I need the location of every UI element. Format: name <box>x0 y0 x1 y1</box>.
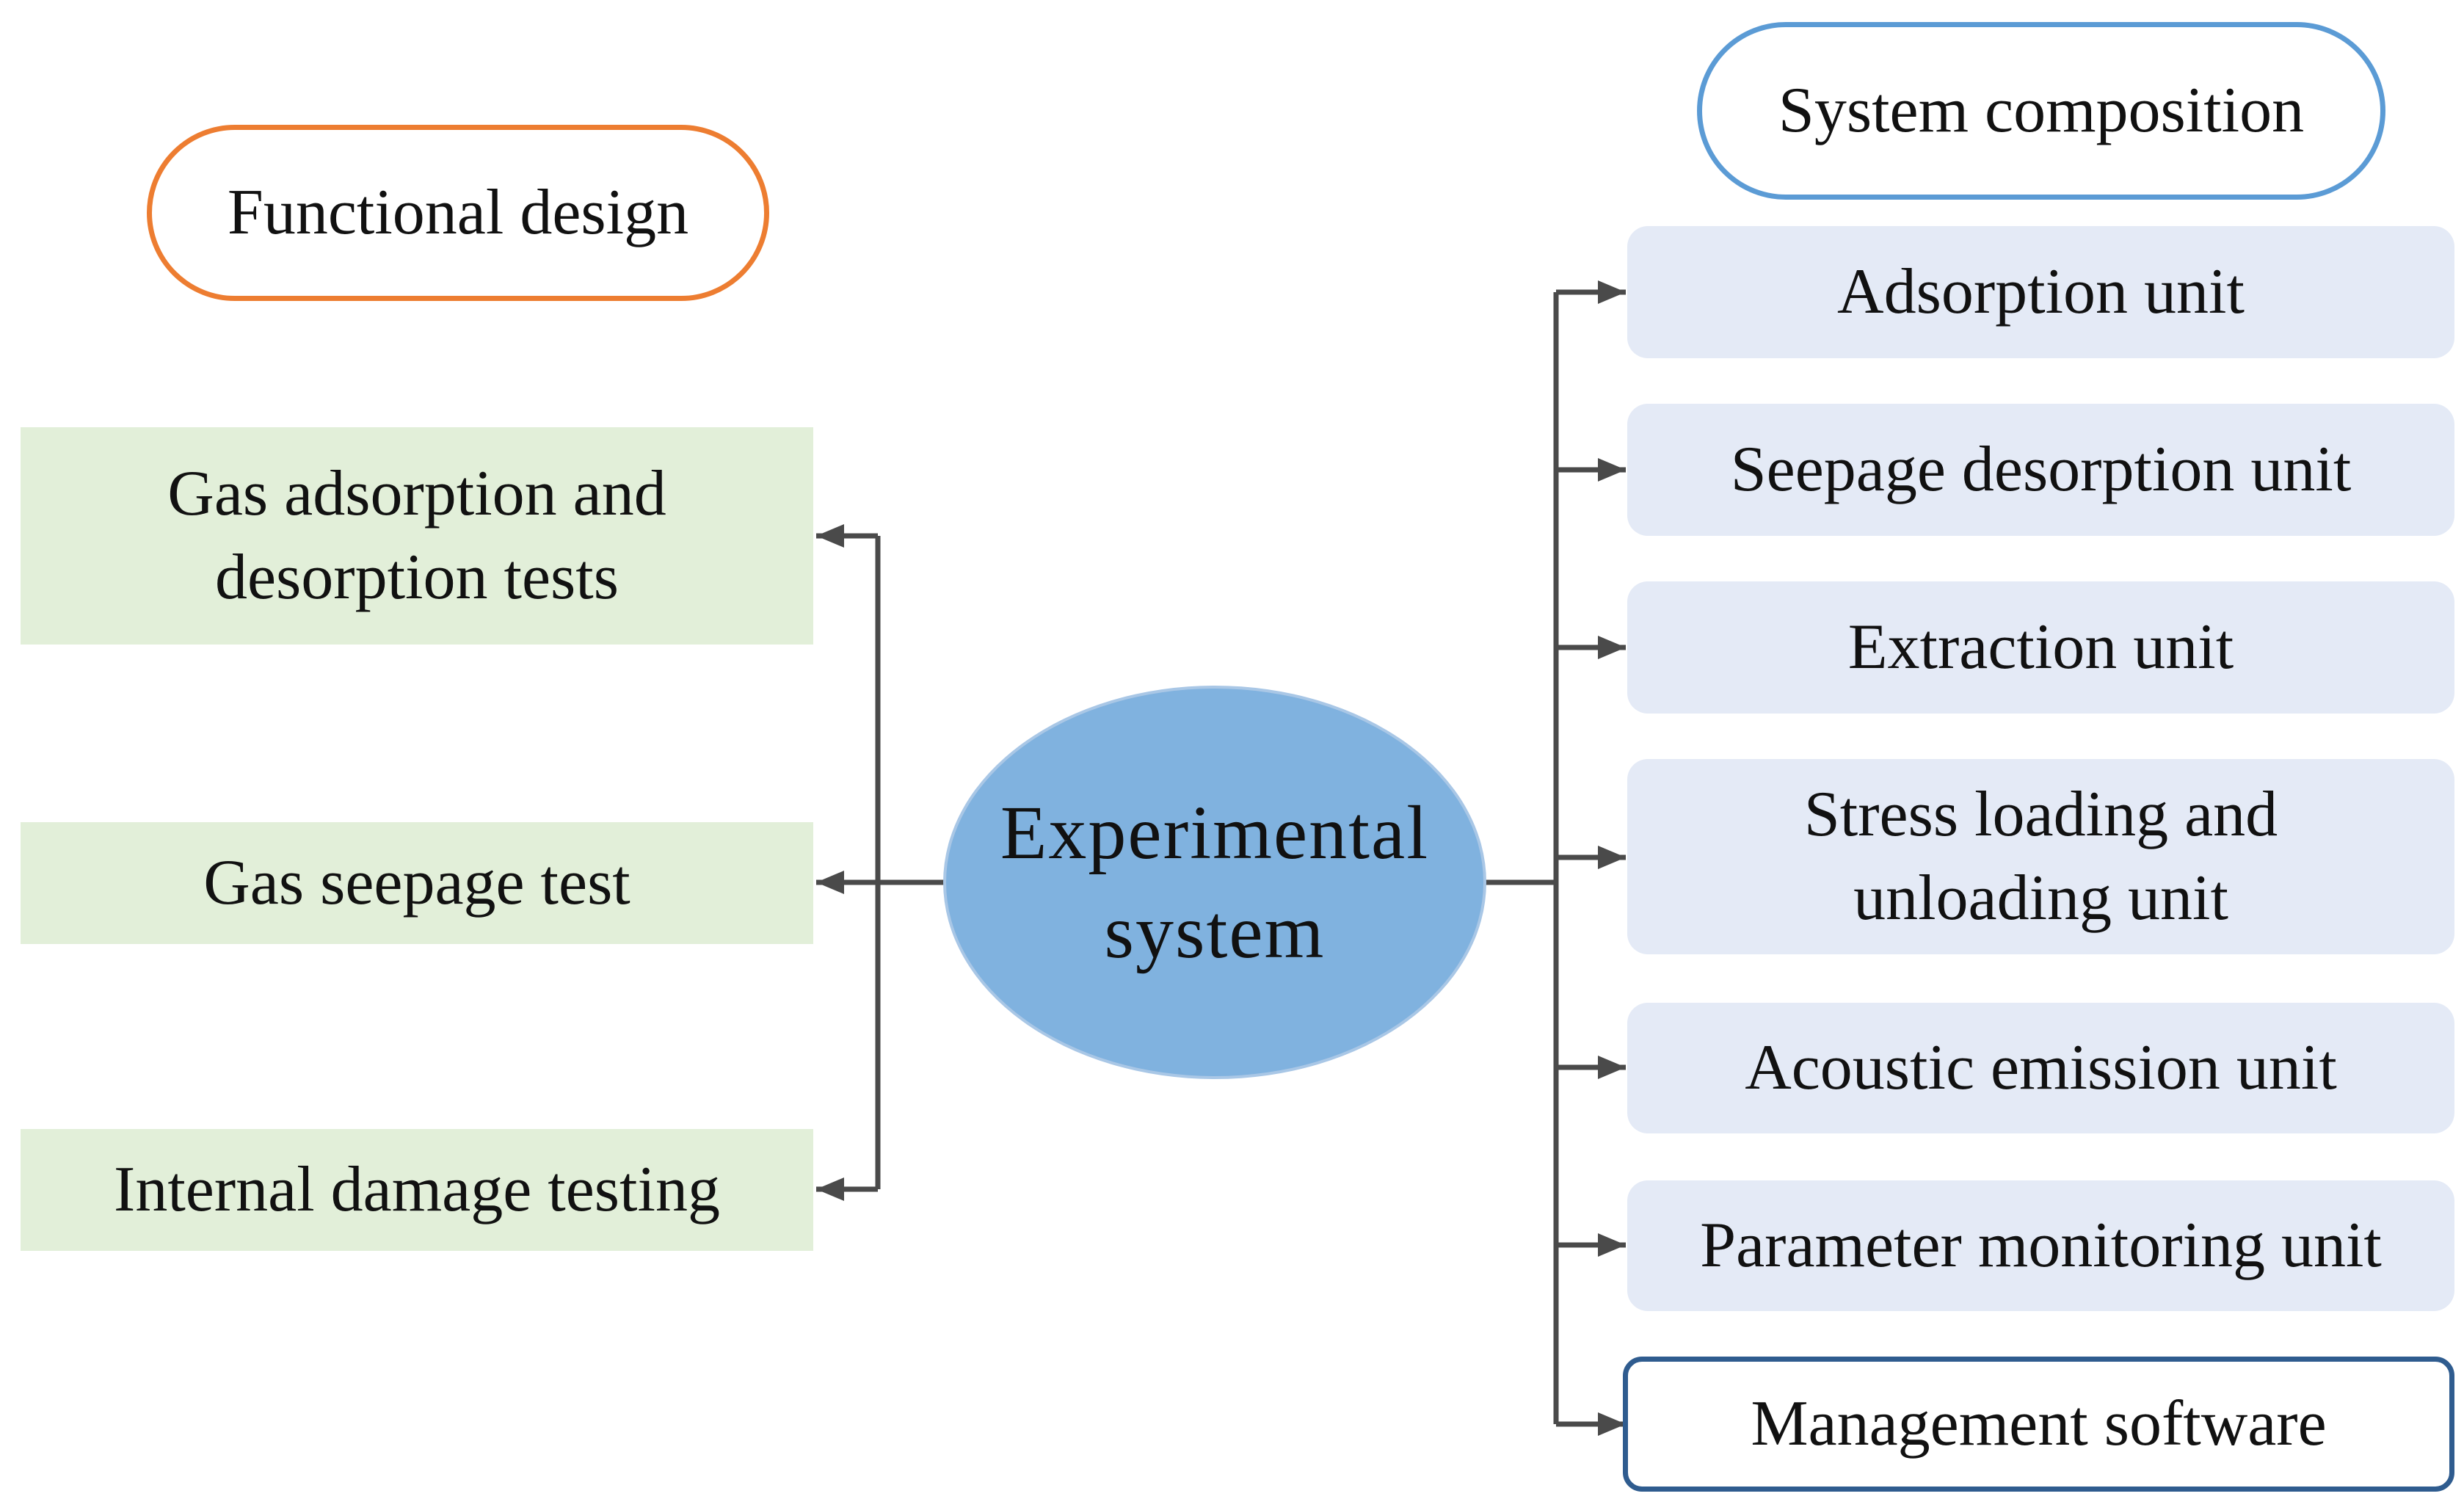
composition-item-label: Acoustic emission unit <box>1745 1031 2337 1103</box>
functional-design-header-label: Functional design <box>227 176 689 248</box>
composition-item-adsorption-unit: Adsorption unit <box>1627 226 2454 358</box>
functional-item-label: Internal damage testing <box>114 1153 720 1225</box>
composition-item-label: Adsorption unit <box>1837 255 2245 327</box>
functional-item-internal-damage: Internal damage testing <box>21 1129 813 1251</box>
functional-design-header: Functional design <box>147 125 769 301</box>
experimental-system-label: Experimental system <box>1000 790 1430 974</box>
composition-item-extraction-unit: Extraction unit <box>1627 581 2454 714</box>
system-composition-header: System composition <box>1697 22 2385 200</box>
functional-item-gas-seepage: Gas seepage test <box>21 822 813 944</box>
experimental-system-node: Experimental system <box>943 686 1486 1079</box>
composition-item-label: Management software <box>1751 1387 2327 1459</box>
composition-item-label: Seepage desorption unit <box>1730 433 2352 505</box>
composition-item-parameter-monitoring-unit: Parameter monitoring unit <box>1627 1180 2454 1311</box>
functional-item-gas-adsorption-desorption: Gas adsorption and desorption tests <box>21 427 813 645</box>
functional-item-label: Gas seepage test <box>203 846 630 918</box>
composition-item-label: Stress loading and unloading unit <box>1803 778 2278 934</box>
functional-item-label: Gas adsorption and desorption tests <box>167 457 666 613</box>
composition-item-acoustic-emission-unit: Acoustic emission unit <box>1627 1003 2454 1133</box>
composition-item-stress-loading-unit: Stress loading and unloading unit <box>1627 759 2454 954</box>
composition-item-management-software: Management software <box>1623 1357 2454 1492</box>
composition-item-label: Parameter monitoring unit <box>1700 1209 2382 1281</box>
composition-item-label: Extraction unit <box>1847 611 2234 683</box>
composition-item-seepage-desorption-unit: Seepage desorption unit <box>1627 404 2454 536</box>
system-composition-header-label: System composition <box>1778 74 2305 146</box>
